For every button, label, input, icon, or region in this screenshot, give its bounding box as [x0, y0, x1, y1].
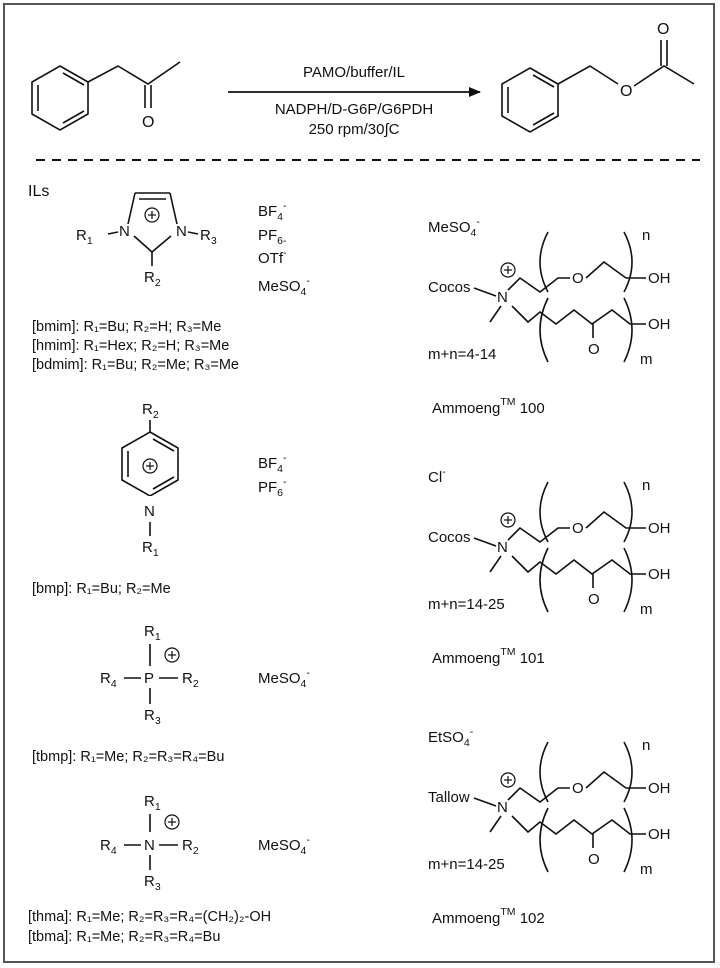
r3-label: R3: [144, 873, 161, 893]
ils-heading: ILs: [28, 183, 49, 200]
tbmp-label: [tbmp]: R₁=Me; R₂=R₃=R₄=Bu: [32, 749, 224, 765]
ammonium-structure: R1 N R4 R2 R3: [100, 793, 199, 893]
benzene-ring: [31, 65, 89, 131]
r2-label: R2: [182, 837, 199, 857]
figure-frame: [3, 3, 715, 963]
ammoeng-range: m+n=4-14: [428, 346, 496, 363]
ammoeng-oh: OH: [648, 270, 671, 287]
r2-label: R2: [182, 670, 199, 690]
ammoeng-o: O: [572, 780, 584, 797]
ammoeng-m-index: m: [640, 861, 653, 878]
ammoeng-o-lower: O: [588, 851, 600, 868]
r1-label: R1: [76, 227, 93, 247]
ammoeng-anion: MeSO4-: [428, 216, 480, 239]
ammoeng-o: O: [572, 520, 584, 537]
ammoeng-alkyl: Tallow: [428, 789, 470, 806]
ammoeng-oh-lower: OH: [648, 316, 671, 333]
ammoeng-alkyl: Cocos: [428, 529, 471, 546]
r4-label: R4: [100, 670, 117, 690]
r4-label: R4: [100, 837, 117, 857]
benzene-ring: [501, 67, 559, 133]
anion-otf: OTf-: [258, 247, 287, 267]
r2-label: R2: [142, 401, 159, 421]
bond-chain-2: [633, 65, 695, 87]
ammoeng-anion: Cl-: [428, 466, 446, 486]
anion-pf6: PF6-: [258, 227, 287, 247]
carbonyl-oxygen: O: [142, 114, 154, 131]
ammoeng-o: O: [572, 270, 584, 287]
ammoeng-range: m+n=14-25: [428, 596, 505, 613]
anion-meso4: MeSO4-: [258, 667, 310, 690]
hmim-label: [hmim]: R₁=Hex; R₂=H; R₃=Me: [32, 338, 229, 354]
r1-label: R1: [144, 623, 161, 643]
ammoeng-oh: OH: [648, 780, 671, 797]
r2-label: R2: [144, 269, 161, 289]
thma-label: [thma]: R₁=Me; R₂=R₃=R₄=(CH₂)₂-OH: [28, 909, 271, 925]
imidazolium-structure: N N R1 R3 R2: [76, 192, 217, 289]
ammoeng-name: AmmoengTM 101: [432, 646, 545, 667]
ammoeng-oh-lower: OH: [648, 826, 671, 843]
bond-chain: [557, 65, 619, 85]
tbma-label: [tbma]: R₁=Me; R₂=R₃=R₄=Bu: [28, 929, 220, 945]
ammoeng-oh: OH: [648, 520, 671, 537]
ammoeng-anion: EtSO4-: [428, 726, 474, 749]
pyridinium-structure: N R2 R1: [121, 401, 179, 559]
ammoeng-n: N: [497, 799, 508, 816]
bdmim-label: [bdmim]: R₁=Bu; R₂=Me; R₃=Me: [32, 357, 239, 373]
reaction-arrow: PAMO/buffer/IL NADPH/D-G6P/G6PDH 250 rpm…: [228, 64, 481, 138]
r1-label: R1: [144, 793, 161, 813]
ammoeng-name: AmmoengTM 100: [432, 396, 545, 417]
phosphorus: P: [144, 670, 154, 687]
conditions-top: PAMO/buffer/IL: [303, 64, 405, 81]
anion-pf6: PF6-: [258, 476, 287, 499]
ammoeng-101-structure: Cl- Cocos N O n OH O OH m m+n=14-25 Ammo…: [428, 466, 671, 667]
r3-label: R3: [200, 227, 217, 247]
conditions-bottom: 250 rpm/30∫C: [309, 121, 400, 138]
ammoeng-o-lower: O: [588, 591, 600, 608]
ammoeng-n-index: n: [642, 227, 650, 244]
ammoeng-n: N: [497, 539, 508, 556]
ammoeng-n-index: n: [642, 477, 650, 494]
ester-oxygen: O: [620, 83, 632, 100]
ammoeng-n-index: n: [642, 737, 650, 754]
imidazolium-anions: BF4- PF6- OTf- MeSO4-: [258, 200, 310, 298]
substrate-phenylacetone: O: [31, 61, 181, 131]
product-benzyl-acetate: O O: [501, 21, 695, 133]
pyridinium-anions: BF4- PF6-: [258, 452, 287, 499]
ammoeng-100-structure: MeSO4- Cocos N O n OH O OH m m+n=4-14 Am…: [428, 216, 671, 417]
pyridinium-n: N: [144, 503, 155, 520]
carbonyl-oxygen: O: [657, 21, 669, 38]
ammoeng-alkyl: Cocos: [428, 279, 471, 296]
ammoeng-n: N: [497, 289, 508, 306]
ammoeng-102-structure: EtSO4- Tallow N O n OH O OH m m+n=14-25 …: [428, 726, 671, 927]
r3-label: R3: [144, 707, 161, 727]
bond-chain: [87, 61, 181, 85]
anion-meso4: MeSO4-: [258, 834, 310, 857]
ammoeng-o-lower: O: [588, 341, 600, 358]
ammoeng-name: AmmoengTM 102: [432, 906, 545, 927]
r1-label: R1: [142, 539, 159, 559]
phosphonium-structure: R1 P R4 R2 R3: [100, 623, 199, 727]
ammoeng-m-index: m: [640, 601, 653, 618]
ammonium-n: N: [144, 837, 155, 854]
imidazolium-n3: N: [176, 223, 187, 240]
bmp-label: [bmp]: R₁=Bu; R₂=Me: [32, 581, 171, 597]
anion-bf4: BF4-: [258, 452, 287, 475]
imidazolium-n1: N: [119, 223, 130, 240]
anion-meso4: MeSO4-: [258, 275, 310, 298]
ammoeng-m-index: m: [640, 351, 653, 368]
ammoeng-oh-lower: OH: [648, 566, 671, 583]
conditions-middle: NADPH/D-G6P/G6PDH: [275, 101, 433, 118]
ammoeng-range: m+n=14-25: [428, 856, 505, 873]
bmim-label: [bmim]: R₁=Bu; R₂=H; R₃=Me: [32, 319, 221, 335]
anion-bf4: BF4-: [258, 200, 287, 223]
